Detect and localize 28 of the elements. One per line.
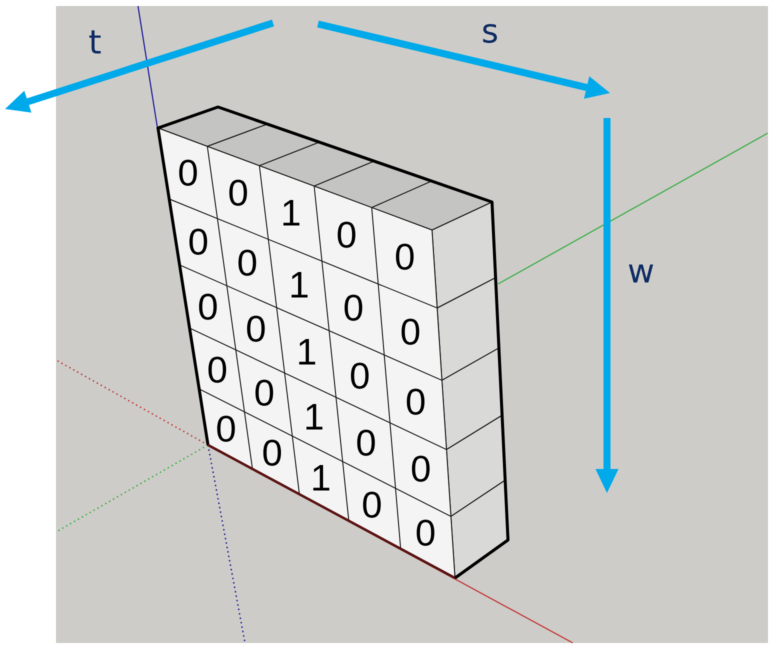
matrix-digit: 0 [246, 310, 266, 348]
matrix-digit: 0 [237, 244, 258, 282]
matrix-digit: 0 [400, 313, 421, 350]
matrix-digit: 1 [310, 460, 332, 497]
matrix-digit: 0 [254, 374, 275, 412]
matrix-digit: 0 [394, 238, 416, 276]
matrix-digit: 1 [288, 266, 310, 304]
matrix-digit: 0 [336, 216, 357, 254]
axis-label: t [88, 26, 102, 58]
matrix-digit: 0 [228, 174, 248, 211]
matrix-digit: 0 [262, 434, 282, 472]
matrix-digit: 1 [296, 334, 317, 371]
matrix-digit: 0 [405, 383, 426, 420]
axis-label: w [628, 254, 654, 288]
matrix-digit: 0 [188, 224, 209, 261]
matrix-digit: 0 [362, 486, 382, 524]
matrix-digit: 0 [410, 450, 432, 488]
matrix-digit: 0 [350, 358, 370, 395]
matrix-digit: 1 [280, 194, 302, 232]
matrix-digit: 0 [343, 289, 364, 326]
matrix-digit: 0 [178, 154, 198, 192]
axis-label: s [481, 14, 499, 48]
matrix-digit: 1 [304, 398, 324, 436]
matrix-digit: 0 [415, 514, 436, 552]
matrix-digit: 0 [356, 424, 376, 462]
matrix-digit: 0 [216, 410, 236, 448]
matrix-digit: 0 [198, 288, 218, 326]
matrix-digit: 0 [206, 351, 228, 388]
